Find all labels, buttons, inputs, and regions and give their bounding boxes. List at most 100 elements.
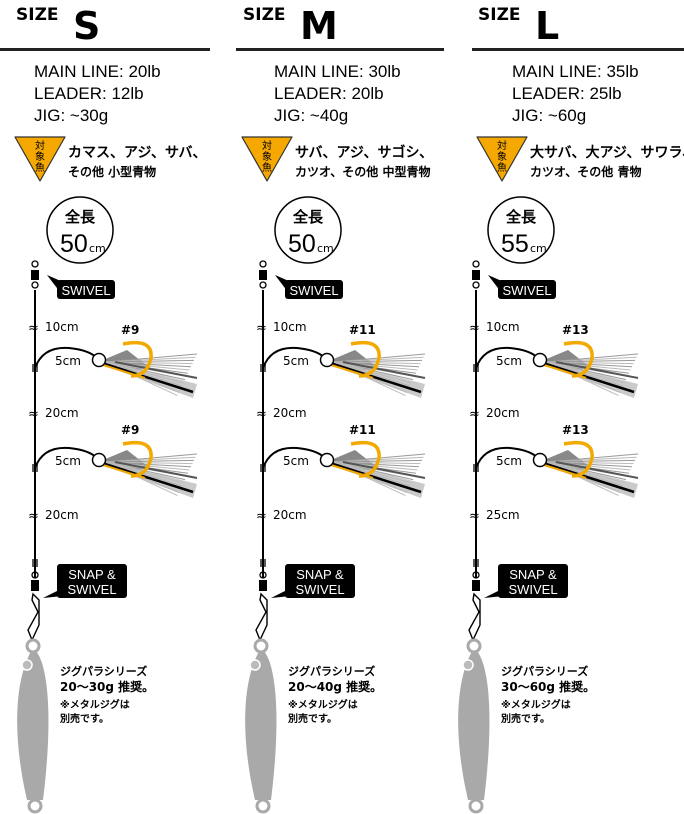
jig-eye xyxy=(25,638,41,654)
badge-char: 対 xyxy=(35,139,45,152)
jig-note-line: ジグパラシリーズ xyxy=(60,664,147,678)
swivel-label: SWIVEL xyxy=(289,283,338,298)
hook-size-label: #9 xyxy=(121,423,139,437)
spec-line: JIG: ~60g xyxy=(512,106,586,125)
skirt-stripe xyxy=(332,362,422,394)
badge-char: 象 xyxy=(35,151,45,163)
badge-char: 象 xyxy=(497,151,507,163)
jig-eye-dot xyxy=(21,659,33,671)
bead-icon xyxy=(91,452,107,468)
branch-line xyxy=(34,346,98,369)
branch-length-label: 5cm xyxy=(283,454,309,468)
total-length-label: 全長 xyxy=(64,208,96,226)
hook-icon xyxy=(563,440,594,478)
total-length-circle xyxy=(274,196,342,264)
swivel-icon xyxy=(472,270,480,280)
dropper-branch: 5cm#9 xyxy=(32,323,198,398)
jig-note-line: 20〜30g 推奨。 xyxy=(60,679,154,694)
snap-swivel-callout xyxy=(285,564,355,598)
total-length-value: 50 xyxy=(60,230,88,258)
break-icon: ≈ xyxy=(28,509,39,524)
hook-icon xyxy=(122,340,153,378)
spec-line: LEADER: 12lb xyxy=(34,84,144,103)
swivel-callout xyxy=(57,280,115,299)
hook-size-label: #9 xyxy=(121,323,139,337)
ring-icon xyxy=(472,281,480,289)
branch-line xyxy=(475,346,539,369)
hook-size-label: #13 xyxy=(562,423,589,437)
snap-label-line: SWIVEL xyxy=(508,582,557,597)
jig-eye xyxy=(468,798,484,814)
skirt-stripe xyxy=(555,361,639,379)
jig-note-line: ジグパラシリーズ xyxy=(501,664,588,678)
header-divider xyxy=(236,48,444,51)
spec-line: LEADER: 20lb xyxy=(274,84,384,103)
bead-icon xyxy=(91,352,107,368)
hook-icon xyxy=(122,440,153,478)
break-icon: ≈ xyxy=(256,407,267,422)
jig-eye-dot xyxy=(249,659,261,671)
ring-icon xyxy=(472,260,480,268)
ring-icon xyxy=(31,260,39,268)
hook-icon xyxy=(563,340,594,378)
ring-icon xyxy=(259,281,267,289)
badge-char: 魚 xyxy=(262,161,272,174)
snap-swivel-callout xyxy=(57,564,127,598)
branch-length-label: 5cm xyxy=(283,354,309,368)
break-icon: ≈ xyxy=(469,509,480,524)
total-length-circle xyxy=(487,196,555,264)
skirt-stripe xyxy=(555,461,639,479)
branch-line xyxy=(34,446,98,469)
jig-note-line: 別売です。 xyxy=(59,712,109,725)
target-fish-line: カツオ、その他 青物 xyxy=(530,164,641,179)
ring-icon xyxy=(259,571,267,579)
jig-note-line: 20〜40g 推奨。 xyxy=(288,679,382,694)
segment-length-label: 20cm xyxy=(273,508,307,522)
snap-swivel-icon xyxy=(472,580,480,591)
hook-size-label: #11 xyxy=(349,323,376,337)
bead-icon xyxy=(532,352,548,368)
skirt-stripe xyxy=(545,362,635,394)
break-icon: ≈ xyxy=(256,509,267,524)
hook-size-label: #13 xyxy=(562,323,589,337)
target-fish-line: その他 小型青物 xyxy=(68,164,156,179)
segment-length-label: 20cm xyxy=(273,406,307,420)
snap-label-line: SWIVEL xyxy=(295,582,344,597)
target-fish-line: サバ、アジ、サゴシ、 xyxy=(295,144,433,161)
badge-char: 魚 xyxy=(35,161,45,174)
branch-length-label: 5cm xyxy=(496,454,522,468)
badge-char: 対 xyxy=(262,139,272,152)
swivel-label: SWIVEL xyxy=(502,283,551,298)
badge-char: 象 xyxy=(262,151,272,163)
target-fish-line: カマス、アジ、サバ、 xyxy=(68,145,206,161)
snap-swivel-callout xyxy=(498,564,568,598)
jig-note-line: ※メタルジグは xyxy=(288,698,358,711)
badge-triangle xyxy=(476,136,528,182)
dropper-branch: 5cm #13 xyxy=(473,423,639,498)
snap-label-line: SNAP & xyxy=(509,567,557,582)
swivel-icon xyxy=(259,270,267,280)
break-icon: ≈ xyxy=(469,407,480,422)
size-letter: S xyxy=(73,4,100,48)
jig-eye-dot xyxy=(462,659,474,671)
skirt-stripe xyxy=(545,462,635,494)
snap-label-line: SNAP & xyxy=(296,567,344,582)
spec-line: LEADER: 25lb xyxy=(512,84,622,103)
snap-swivel-icon xyxy=(259,580,267,591)
branch-length-label: 5cm xyxy=(496,354,522,368)
dropper-branch: 5cm#11 xyxy=(260,423,426,498)
dropper-branch: 5cm #13 xyxy=(473,323,639,398)
size-prefix: SIZE xyxy=(16,5,59,25)
spec-line: MAIN LINE: 30lb xyxy=(274,62,401,81)
ring-icon xyxy=(31,571,39,579)
size-letter: L xyxy=(535,4,559,48)
swivel-icon xyxy=(31,270,39,280)
badge-char: 対 xyxy=(497,139,507,152)
dropper-branch: 5cm #11 xyxy=(260,323,426,398)
ring-icon xyxy=(31,281,39,289)
metal-jig xyxy=(458,648,490,800)
total-length-label: 全長 xyxy=(505,208,537,226)
skirt-stripe xyxy=(332,462,422,494)
